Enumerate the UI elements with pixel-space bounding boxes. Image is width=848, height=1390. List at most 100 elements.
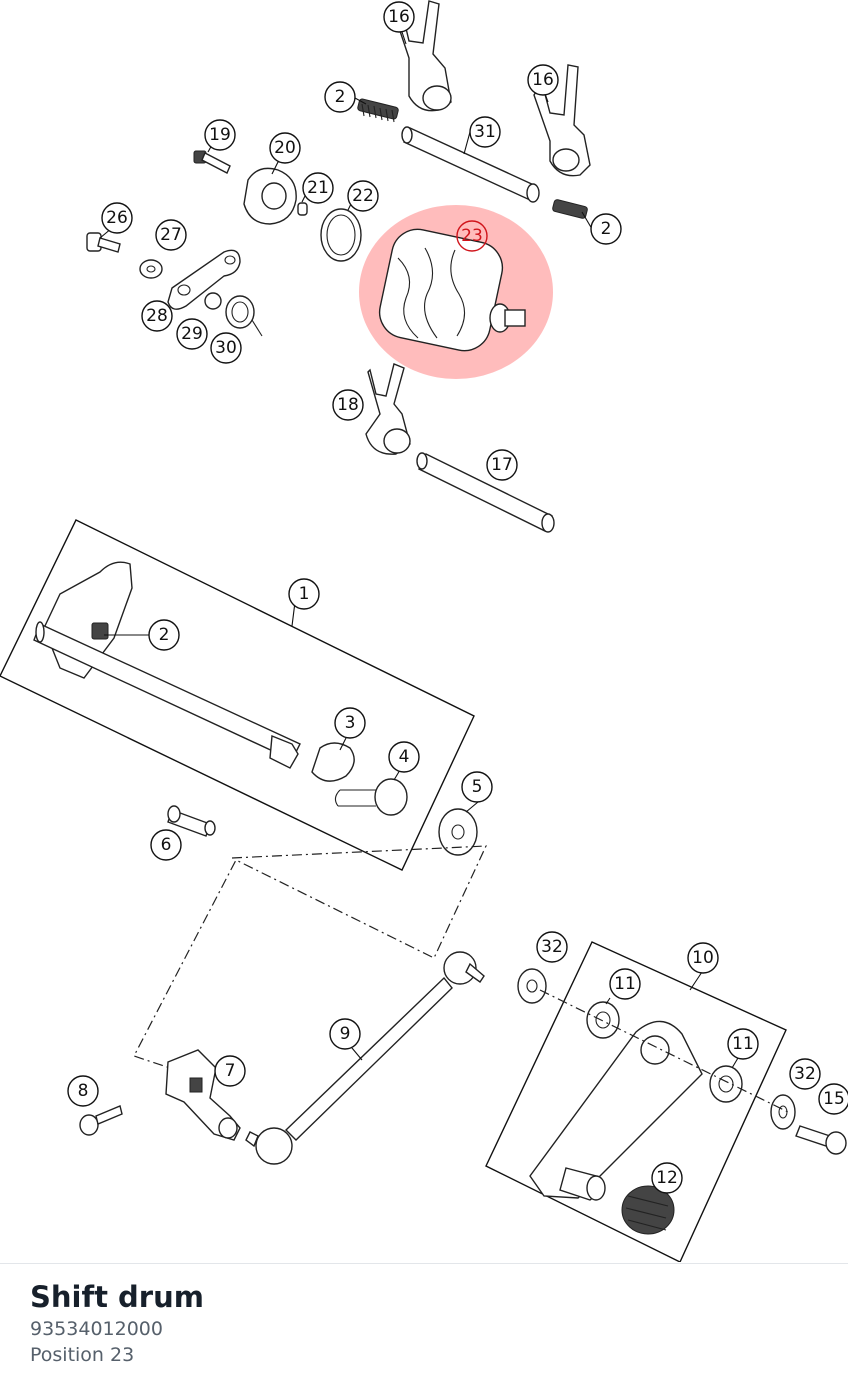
callout-label: 16 [532, 70, 554, 90]
callout-label: 8 [78, 1081, 89, 1101]
ring-22[interactable] [320, 208, 362, 262]
retaining-clip-3[interactable] [311, 742, 355, 782]
shift-fork-upper-right[interactable] [533, 64, 591, 177]
callout[interactable]: 6 [150, 829, 182, 861]
callout[interactable]: 29 [176, 318, 208, 350]
leader-lines [99, 22, 739, 1069]
callout[interactable]: 28 [141, 300, 173, 332]
callout[interactable]: 19 [204, 119, 236, 151]
callout-label: 12 [656, 1168, 678, 1188]
callout[interactable]: 30 [210, 332, 242, 364]
callout[interactable]: 2 [148, 619, 180, 651]
screw-26[interactable] [86, 232, 121, 253]
shift-rail-upper[interactable] [401, 126, 540, 203]
part-position: Position 23 [30, 1344, 135, 1366]
pin-21[interactable] [297, 202, 308, 216]
pin-6[interactable] [167, 805, 216, 837]
callout-label-selected: 23 [461, 226, 483, 246]
shift-linkage-rod-9[interactable] [245, 951, 485, 1165]
rubber-12[interactable] [621, 1185, 675, 1235]
callout[interactable]: 32 [536, 931, 568, 963]
washer-5[interactable] [438, 808, 478, 856]
callout-label: 11 [614, 974, 636, 994]
screw-15[interactable] [795, 1125, 847, 1155]
locking-lever-28[interactable] [167, 249, 241, 310]
callout[interactable]: 9 [329, 1018, 361, 1050]
callout[interactable]: 7 [214, 1055, 246, 1087]
bearing-11-left[interactable] [586, 1001, 620, 1039]
washer-29[interactable] [204, 292, 222, 310]
callout[interactable]: 4 [388, 741, 420, 773]
callout-label: 11 [732, 1034, 754, 1054]
callout[interactable]: 2 [590, 213, 622, 245]
shift-shaft-part[interactable] [33, 561, 301, 769]
info-divider [0, 1263, 848, 1264]
callout-label: 32 [541, 937, 563, 957]
callout[interactable]: 20 [269, 132, 301, 164]
part-name: Shift drum [30, 1280, 204, 1314]
callout[interactable]: 3 [334, 707, 366, 739]
shift-fork-upper-left[interactable] [392, 0, 452, 112]
part-number: 93534012000 [30, 1318, 163, 1340]
washer-32-left[interactable] [517, 968, 547, 1004]
callout-label: 28 [146, 306, 168, 326]
shift-star-20[interactable] [243, 167, 297, 225]
washer-32-right[interactable] [770, 1094, 796, 1130]
shift-shaft-assembly-frame [0, 519, 475, 871]
callout-selected[interactable]: 23 [456, 220, 488, 252]
callout[interactable]: 1 [288, 578, 320, 610]
callout-label: 29 [181, 324, 203, 344]
callout-label: 2 [601, 219, 612, 239]
callout[interactable]: 11 [609, 968, 641, 1000]
callout-label: 26 [106, 208, 128, 228]
callout[interactable]: 15 [818, 1083, 848, 1115]
callout[interactable]: 12 [651, 1162, 683, 1194]
callout[interactable]: 26 [101, 202, 133, 234]
callout-label: 2 [335, 87, 346, 107]
locking-screw-19[interactable] [193, 150, 231, 174]
part-info-panel: Shift drum 93534012000 Position 23 [30, 1278, 204, 1368]
spring-upper-left[interactable] [357, 98, 399, 123]
callout-label: 5 [472, 777, 483, 797]
callout[interactable]: 5 [461, 771, 493, 803]
spring-30[interactable] [225, 295, 263, 337]
callout[interactable]: 10 [687, 942, 719, 974]
callout-label: 22 [352, 186, 374, 206]
callout[interactable]: 2 [324, 81, 356, 113]
shift-lever-assembly-frame [485, 941, 787, 1262]
callout-label: 9 [340, 1024, 351, 1044]
callout-label: 2 [159, 625, 170, 645]
axis-line-lower-right [539, 989, 789, 1113]
shift-lever-bracket-7[interactable] [165, 1049, 241, 1141]
shift-rail-lower[interactable] [416, 452, 555, 533]
callout[interactable]: 31 [469, 116, 501, 148]
callout-label: 15 [823, 1089, 845, 1109]
callout[interactable]: 18 [332, 389, 364, 421]
callout[interactable]: 8 [67, 1075, 99, 1107]
callout[interactable]: 22 [347, 180, 379, 212]
callout-label: 1 [299, 584, 310, 604]
washer-27[interactable] [139, 259, 163, 279]
callout[interactable]: 11 [727, 1028, 759, 1060]
callout[interactable]: 16 [527, 64, 559, 96]
spring-upper-right[interactable] [552, 199, 588, 219]
callout-label: 31 [474, 122, 496, 142]
shift-drum-part[interactable] [375, 225, 526, 356]
callout-label: 4 [399, 747, 410, 767]
callout-label: 32 [794, 1064, 816, 1084]
callout-label: 16 [388, 7, 410, 27]
bearing-11-right[interactable] [709, 1065, 743, 1103]
callout-label: 7 [225, 1061, 236, 1081]
callout[interactable]: 17 [486, 449, 518, 481]
callout[interactable]: 32 [789, 1058, 821, 1090]
callout[interactable]: 16 [383, 1, 415, 33]
callout-label: 6 [161, 835, 172, 855]
callout[interactable]: 21 [302, 172, 334, 204]
screw-8[interactable] [79, 1105, 123, 1136]
spring-clip-4[interactable] [334, 778, 408, 816]
shift-fork-lower[interactable] [365, 363, 411, 455]
callout-label: 27 [160, 225, 182, 245]
assembly-guide-line [133, 845, 487, 1069]
callout-label: 21 [307, 178, 329, 198]
callout[interactable]: 27 [155, 219, 187, 251]
